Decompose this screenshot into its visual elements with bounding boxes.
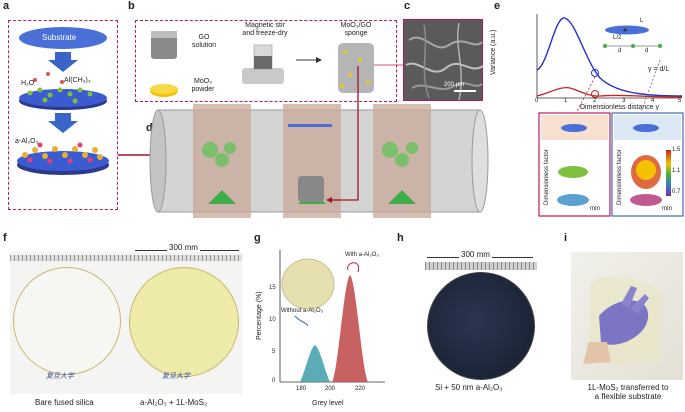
panel-d-label: d [146, 122, 153, 134]
panel-e-cbar-tick-0: 1.5 [672, 147, 681, 153]
panel-b-frame [135, 20, 397, 102]
panel-g-ytick-2: 10 [269, 317, 276, 323]
panel-a-al-text: Al(CH₃)₃ [64, 77, 91, 84]
panel-f-right-caption: a-Al₂O₃ + 1L-MoS₂ [140, 398, 208, 407]
panel-e-label: e [494, 0, 501, 12]
panel-b-stir-text: Magnetic stir and freeze-dry [242, 22, 288, 37]
panel-g-label: g [254, 232, 261, 244]
panel-g-ylabel: Percentage (%) [256, 291, 263, 340]
panel-i-photo [571, 252, 683, 380]
panel-e-L-text: L [640, 18, 644, 24]
panel-f-scale-text: 300 mm [167, 243, 200, 252]
panel-e-cbar-tick-4: 0.7 [672, 189, 681, 195]
panel-e-eq: γ = d/L [648, 66, 670, 73]
panel-e-xtick-3: 3 [622, 98, 626, 104]
panel-e-xtick-5: 5 [678, 98, 682, 104]
panel-a-frame [8, 20, 118, 210]
panel-e-xtick-0: 0 [535, 98, 539, 104]
panel-b-moo3-text: MoO₃ powder [191, 78, 215, 93]
panel-f-photo: 复旦大学 复旦大学 [10, 252, 242, 394]
panel-i-label: i [564, 232, 568, 244]
panel-a-h2o-text: H₂O [21, 80, 35, 87]
panel-e-L2-text: L/2 [613, 35, 622, 41]
panel-h-label: h [397, 232, 404, 244]
panel-c-scale-text: 200 μm [444, 82, 465, 88]
panel-h-caption: Si + 50 nm a-Al₂O₃ [435, 383, 503, 392]
panel-g-xlabel: Grey level [312, 400, 344, 407]
panel-g-xtick-1: 200 [325, 386, 336, 392]
panel-c-label: c [404, 0, 411, 12]
panel-e-xtick-2: 2 [593, 98, 597, 104]
panel-b-sponge-text: MoO₃/GO sponge [340, 22, 372, 37]
panel-g-ytick-3: 15 [269, 285, 276, 291]
panel-g-without-text: Without a-Al₂O₃ [281, 308, 324, 314]
panel-g-ytick-0: 0 [272, 378, 276, 384]
panel-h-ruler [425, 262, 537, 270]
panel-g-xtick-0: 180 [296, 386, 307, 392]
panel-g-with-text: With a-Al₂O₃ [345, 252, 379, 258]
panel-f-label: f [3, 232, 7, 244]
panel-f-ruler [10, 255, 242, 261]
panel-f-stamp-right: 复旦大学 [162, 373, 190, 380]
panel-c-scale-bar [454, 90, 476, 92]
panel-e-xtick-1: 1 [564, 98, 568, 104]
panel-e-d-text-2: d [645, 48, 649, 54]
panel-h-wafer [427, 272, 535, 380]
panel-e-mm-right: mm [662, 206, 672, 212]
panel-e-cbar-tick-2: 1.1 [672, 168, 681, 174]
panel-h-scale-text: 300 mm [459, 250, 492, 259]
panel-f-stamp-left: 复旦大学 [46, 373, 74, 380]
panel-e-xlabel: Dimensionless distance γ [580, 104, 659, 111]
panel-f-bare-wafer [13, 267, 121, 375]
panel-e-xtick-4: 4 [651, 98, 655, 104]
panel-a-label: a [3, 0, 10, 12]
panel-e-mm-left: mm [590, 206, 600, 212]
panel-b-go-text: GO solution [191, 34, 217, 49]
panel-c-sem-image: 200 μm [403, 19, 484, 101]
panel-f-coated-wafer [129, 267, 239, 377]
panel-a-substrate-text: Substrate [42, 33, 77, 42]
panel-g-ytick-1: 5 [272, 349, 276, 355]
panel-g-xtick-2: 220 [355, 386, 366, 392]
panel-i-caption: 1L-MoS₂ transferred to a flexible substr… [587, 383, 669, 401]
panel-a-aal2o3-text: a-Al₂O₃ [15, 138, 39, 145]
panel-b-label: b [128, 0, 135, 12]
panel-f-left-caption: Bare fused silica [35, 398, 94, 407]
panel-e-d-text-1: d [618, 48, 622, 54]
